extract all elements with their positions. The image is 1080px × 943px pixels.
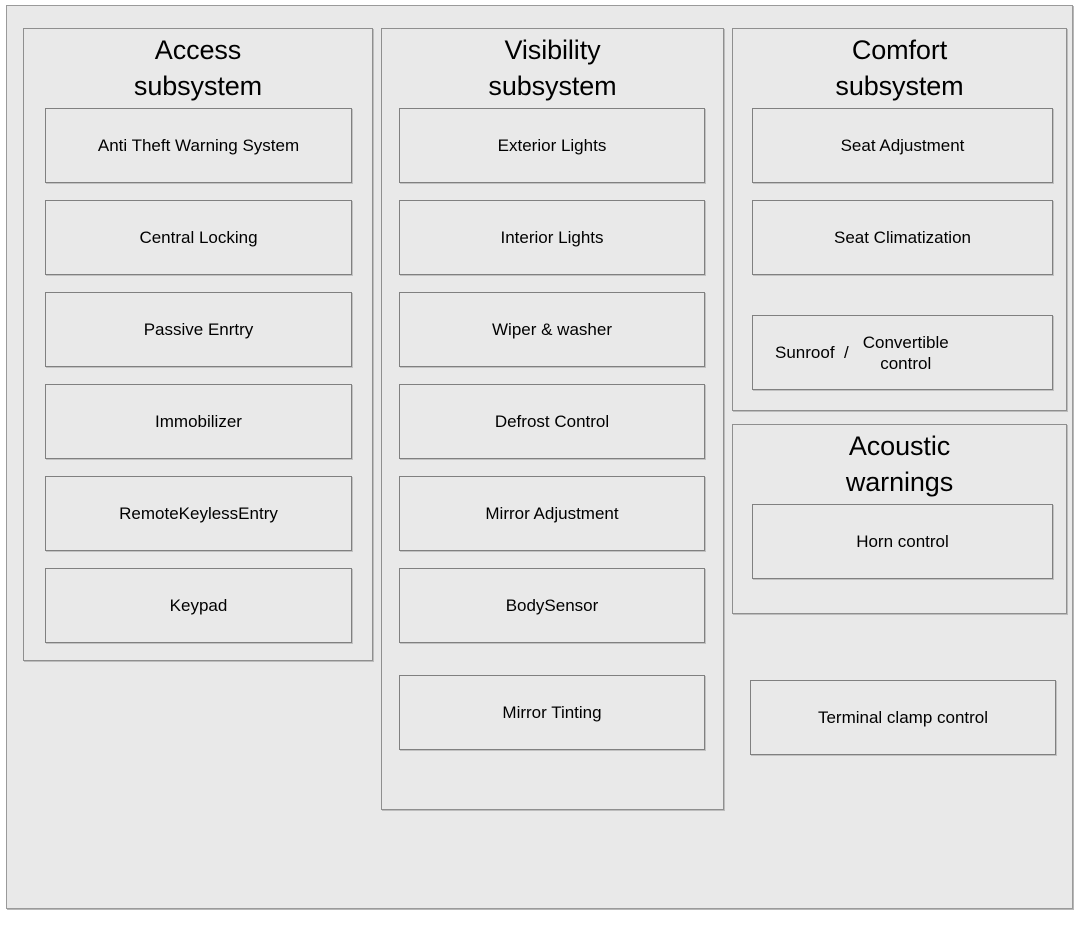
node-central-locking[interactable]: Central Locking xyxy=(45,200,352,275)
group-acoustic-warnings[interactable]: Acoustic warnings Horn control xyxy=(732,424,1067,614)
node-anti-theft-warning-system[interactable]: Anti Theft Warning System xyxy=(45,108,352,183)
diagram-outer-frame: Access subsystem Anti Theft Warning Syst… xyxy=(6,5,1073,909)
node-keypad[interactable]: Keypad xyxy=(45,568,352,643)
group-access-title: Access subsystem xyxy=(133,35,263,101)
node-sunroof-label: Sunroof / xyxy=(775,342,849,362)
node-seat-climatization[interactable]: Seat Climatization xyxy=(752,200,1053,275)
group-visibility-title: Visibility subsystem xyxy=(488,35,617,101)
group-comfort-title: Comfort subsystem xyxy=(835,35,964,101)
node-remote-keyless-entry[interactable]: RemoteKeylessEntry xyxy=(45,476,352,551)
node-immobilizer[interactable]: Immobilizer xyxy=(45,384,352,459)
node-exterior-lights[interactable]: Exterior Lights xyxy=(399,108,705,183)
node-passive-entry[interactable]: Passive Enrtry xyxy=(45,292,352,367)
node-seat-adjustment[interactable]: Seat Adjustment xyxy=(752,108,1053,183)
node-interior-lights[interactable]: Interior Lights xyxy=(399,200,705,275)
node-terminal-clamp-control[interactable]: Terminal clamp control xyxy=(750,680,1056,755)
group-acoustic-title: Acoustic warnings xyxy=(845,431,954,497)
node-horn-control[interactable]: Horn control xyxy=(752,504,1053,579)
group-comfort-subsystem[interactable]: Comfort subsystem Seat Adjustment Seat C… xyxy=(732,28,1067,411)
group-access-subsystem[interactable]: Access subsystem Anti Theft Warning Syst… xyxy=(23,28,373,661)
node-wiper-and-washer[interactable]: Wiper & washer xyxy=(399,292,705,367)
node-body-sensor[interactable]: BodySensor xyxy=(399,568,705,643)
node-sunroof-convertible-control[interactable]: Sunroof / Convertible control xyxy=(752,315,1053,390)
node-mirror-adjustment[interactable]: Mirror Adjustment xyxy=(399,476,705,551)
node-defrost-control[interactable]: Defrost Control xyxy=(399,384,705,459)
node-convertible-control-label: Convertible control xyxy=(862,332,949,373)
group-visibility-subsystem[interactable]: Visibility subsystem Exterior Lights Int… xyxy=(381,28,724,810)
node-mirror-tinting[interactable]: Mirror Tinting xyxy=(399,675,705,750)
